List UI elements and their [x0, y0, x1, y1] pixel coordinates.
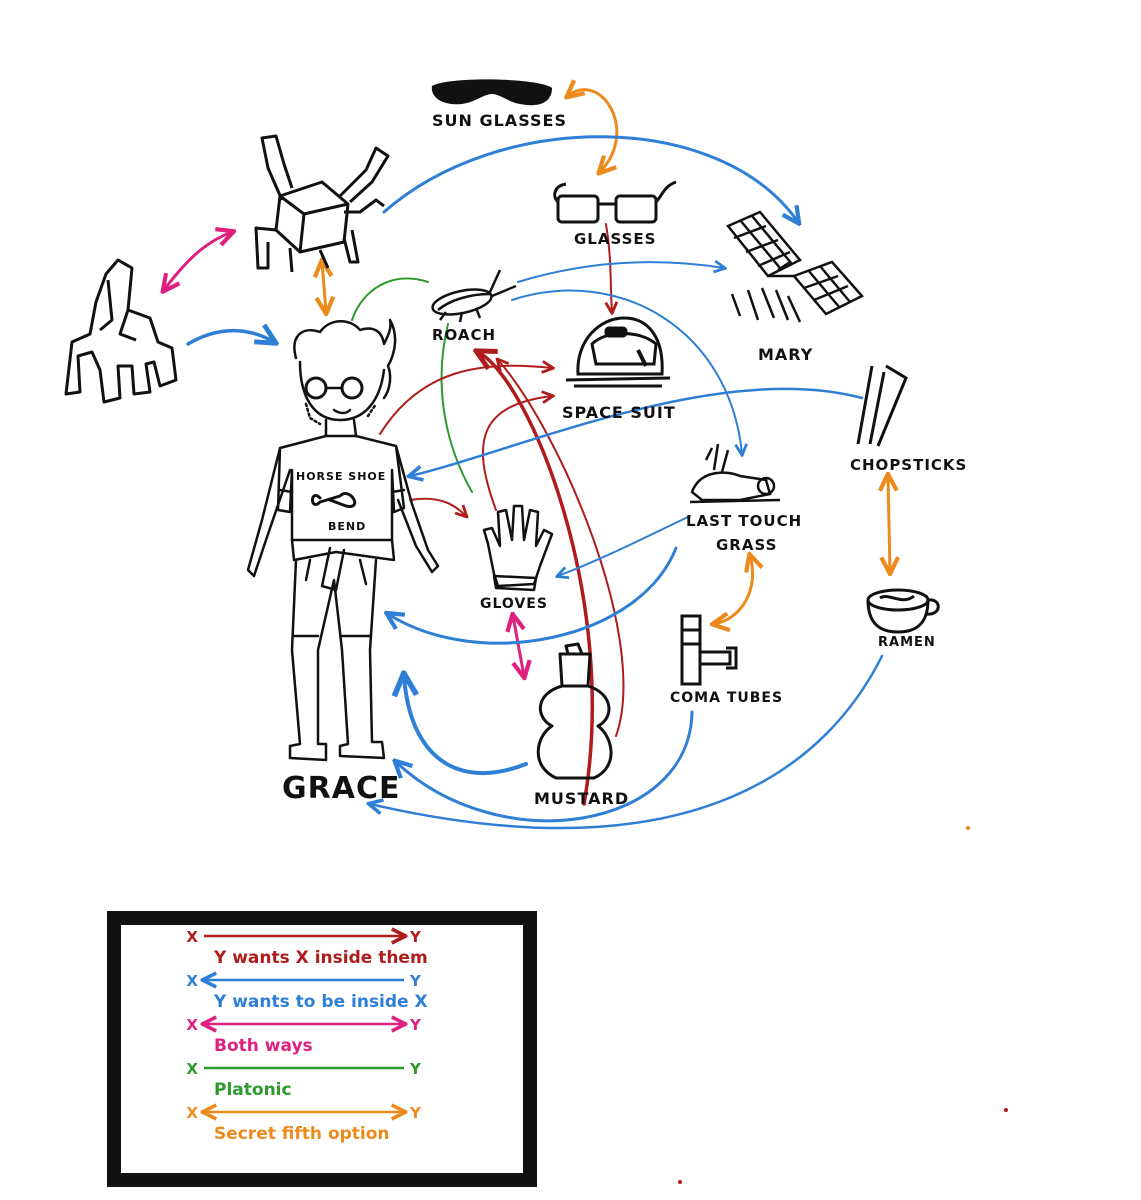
legend-y-label: Y [409, 972, 422, 990]
grace-shirt [276, 434, 406, 542]
node-ramen: RAMEN [866, 588, 940, 650]
grass-label-line1: LAST TOUCH [686, 512, 802, 530]
legend-item-orange: X Y Secret fifth option [186, 1104, 422, 1144]
legend-description: Secret fifth option [214, 1124, 390, 1144]
legend-description: Y wants to be inside X [213, 992, 428, 1012]
legend-item-blue: X Y Y wants to be inside X [186, 972, 428, 1012]
node-mary: MARY [726, 210, 865, 364]
legend-y-label: Y [409, 1104, 422, 1122]
node-glasses: GLASSES [553, 180, 677, 248]
stray-dot [678, 1180, 682, 1184]
node-sunglasses: SUN GLASSES [431, 79, 567, 130]
edge-chopsticks-ramen [888, 476, 890, 572]
node-grace: HORSE SHOE BEND GRACE [246, 318, 440, 806]
legend-description: Y wants X inside them [213, 948, 428, 968]
origami-spider-icon [254, 134, 390, 273]
edge-coma-grace [396, 710, 694, 823]
grace-legs [288, 558, 386, 762]
edge-roach-mustard-thick [478, 352, 594, 806]
edge-gloves-spacesuit [482, 396, 552, 511]
legend-x-label: X [186, 1016, 198, 1034]
ramen-label: RAMEN [878, 635, 936, 650]
node-roach: ROACH [431, 269, 517, 344]
coma-tubes-label: COMA TUBES [670, 690, 783, 706]
edge-roach-grass [511, 289, 742, 454]
node-rock-creature [64, 258, 178, 404]
legend-x-label: X [186, 1104, 198, 1122]
edge-grass-gloves [558, 515, 691, 576]
legend-description: Both ways [214, 1036, 313, 1056]
glasses-label: GLASSES [574, 230, 656, 248]
grace-character-icon [246, 318, 440, 762]
node-space-suit: SPACE SUIT [562, 316, 676, 422]
edge-rock-spider [164, 232, 232, 290]
edge-spider-mary [382, 135, 798, 222]
edge-mustard-roach [498, 360, 625, 737]
node-chopsticks: CHOPSTICKS [850, 364, 967, 474]
edge-grace-spacesuit [379, 366, 552, 435]
space-helmet-icon [565, 316, 671, 388]
node-spider-creature [254, 134, 390, 273]
chopsticks-label: CHOPSTICKS [850, 456, 967, 474]
legend-description: Platonic [214, 1080, 292, 1100]
gloves-label: GLOVES [480, 596, 548, 612]
edges [164, 90, 890, 830]
edge-mustard-grace [404, 676, 528, 775]
edge-glasses-spacesuit [606, 223, 612, 312]
grace-face [298, 360, 386, 422]
rock-creature-icon [64, 258, 178, 404]
legend-y-label: Y [409, 1060, 422, 1078]
edge-grace-roach [351, 277, 429, 321]
stray-dot [966, 826, 970, 830]
solar-panel-icon [726, 210, 865, 323]
stray-dot [1004, 1108, 1008, 1112]
edge-gloves-mustard [513, 616, 524, 676]
sunglasses-icon [431, 79, 552, 106]
edge-sunglasses-glasses [568, 90, 619, 172]
mustard-label: MUSTARD [534, 789, 629, 808]
node-mustard: MUSTARD [534, 642, 629, 808]
edge-rock-grace [186, 331, 274, 344]
shirt-text-line1: HORSE SHOE [296, 470, 386, 483]
legend-x-label: X [186, 1060, 198, 1078]
node-last-touch-grass: LAST TOUCH GRASS [686, 443, 802, 554]
legend-frame [107, 911, 537, 1187]
legend-x-label: X [186, 928, 198, 946]
grass-label-line2: GRASS [716, 536, 777, 554]
grace-hair [293, 318, 397, 400]
chopsticks-icon [856, 364, 908, 447]
ramen-bowl-icon [866, 588, 940, 634]
edge-grace-gloves [409, 497, 466, 516]
shirt-text-line2: BEND [328, 520, 366, 533]
node-coma-tubes: COMA TUBES [670, 614, 783, 706]
space-suit-label: SPACE SUIT [562, 403, 676, 422]
tube-icon [680, 614, 738, 686]
legend-x-label: X [186, 972, 198, 990]
legend-item-red: X Y Y wants X inside them [186, 928, 428, 968]
grace-label: GRACE [282, 771, 400, 806]
edge-grass-grace [388, 546, 678, 645]
sunglasses-label: SUN GLASSES [432, 111, 567, 130]
mary-label: MARY [758, 345, 813, 364]
legend-item-green: X Y Platonic [186, 1060, 422, 1100]
roach-label: ROACH [432, 326, 496, 344]
legend-item-pink: X Y Both ways [186, 1016, 422, 1056]
edge-roach-mary [517, 262, 724, 283]
glove-icon [482, 504, 554, 592]
roach-icon [431, 269, 517, 323]
edge-ramen-grace [370, 654, 884, 830]
edge-roach-gloves [440, 323, 473, 493]
edge-chopsticks-grace [410, 387, 864, 476]
legend-y-label: Y [409, 928, 422, 946]
legend-y-label: Y [409, 1016, 422, 1034]
edge-grass-coma [714, 556, 753, 624]
node-gloves: GLOVES [480, 504, 554, 612]
edge-spider-grace [322, 262, 326, 312]
mustard-bottle-icon [536, 642, 613, 780]
glasses-icon [553, 180, 677, 224]
hand-touching-grass-icon [689, 443, 781, 504]
